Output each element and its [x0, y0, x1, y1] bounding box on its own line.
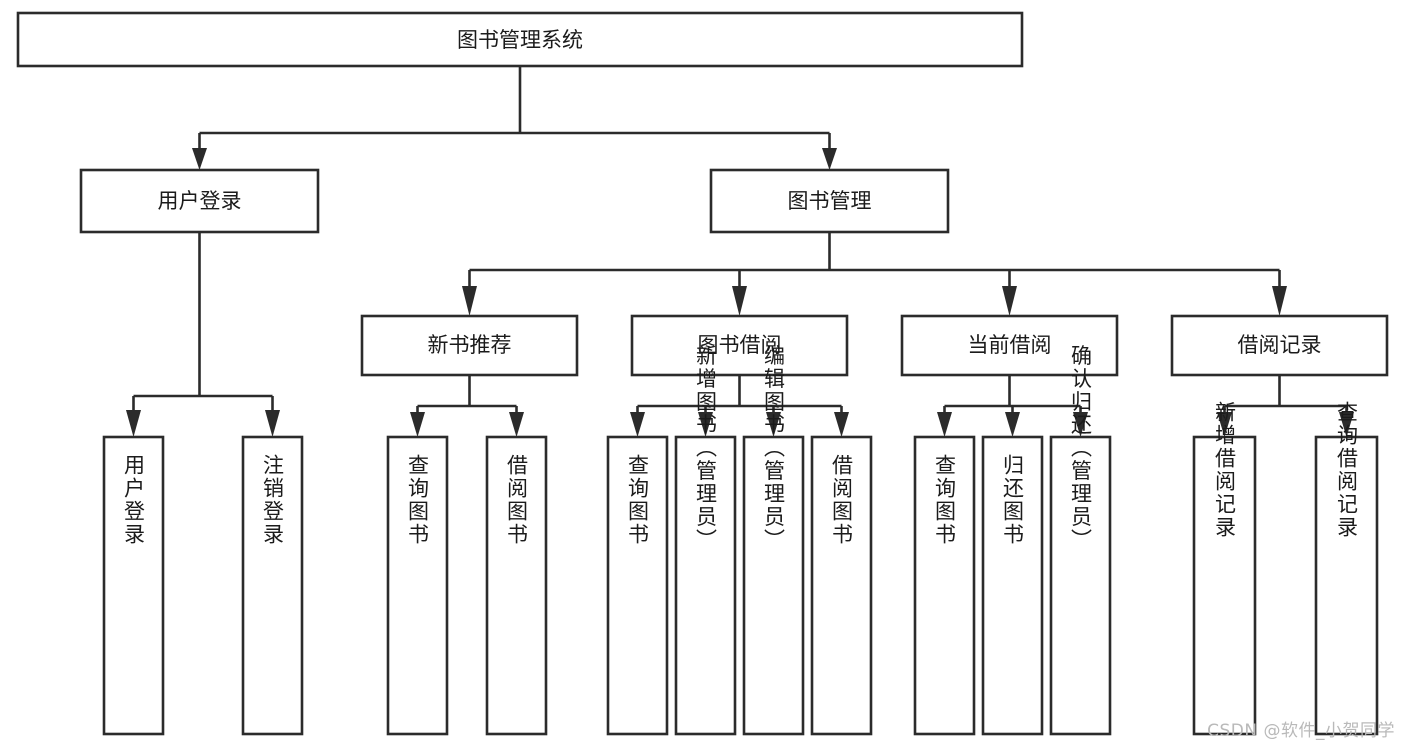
- arrow-head-leaf-edit-book: [766, 412, 781, 437]
- leaf-return-book-label: 归还图书: [1001, 454, 1025, 546]
- leaf-user-login-box[interactable]: [102, 435, 165, 736]
- node-current-borrow[interactable]: 当前借阅: [900, 314, 1119, 377]
- node-leaf-query-book-borrow[interactable]: 查询图书: [606, 435, 669, 736]
- leaf-query-record-box[interactable]: [1314, 435, 1379, 736]
- arrow-head-leaf-add-book: [698, 412, 713, 437]
- new-book-rec-box[interactable]: [360, 314, 579, 377]
- borrow-record-label: 借阅记录: [1238, 333, 1322, 357]
- node-book-manage[interactable]: 图书管理: [709, 168, 950, 234]
- leaf-query-book-rec-box[interactable]: [386, 435, 449, 736]
- leaf-user-login-label: 用户登录: [122, 454, 146, 546]
- leaf-query-book-rec-label: 查询图书: [406, 454, 430, 546]
- leaf-borrow-book-rec-box[interactable]: [485, 435, 548, 736]
- borrow-record-box[interactable]: [1170, 314, 1389, 377]
- node-leaf-borrow-book[interactable]: 借阅图书: [810, 435, 873, 736]
- book-borrow-box[interactable]: [630, 314, 849, 377]
- current-borrow-label: 当前借阅: [968, 333, 1052, 357]
- arrow-head-book-manage: [822, 148, 837, 170]
- node-borrow-record[interactable]: 借阅记录: [1170, 314, 1389, 377]
- node-user-login[interactable]: 用户登录: [79, 168, 320, 234]
- leaf-confirm-return-box[interactable]: [1049, 435, 1112, 736]
- book-manage-box[interactable]: [709, 168, 950, 234]
- node-leaf-query-book-rec[interactable]: 查询图书: [386, 435, 449, 736]
- arrow-head-leaf-query-book-borrow: [630, 412, 645, 437]
- node-new-book-rec[interactable]: 新书推荐: [360, 314, 579, 377]
- book-borrow-label: 图书借阅: [698, 333, 782, 357]
- connector-layer: [126, 66, 1354, 437]
- arrow-head-user-login: [192, 148, 207, 170]
- node-leaf-borrow-book-rec[interactable]: 借阅图书: [485, 435, 548, 736]
- node-leaf-user-login[interactable]: 用户登录: [102, 435, 165, 736]
- arrow-head-leaf-borrow-book-rec: [509, 412, 524, 437]
- user-login-box[interactable]: [79, 168, 320, 234]
- leaf-add-record-label: 新增借阅记录: [1213, 401, 1237, 539]
- leaf-add-record-box[interactable]: [1192, 435, 1257, 736]
- leaf-query-book-borrow-box[interactable]: [606, 435, 669, 736]
- leaf-edit-book-box[interactable]: [742, 435, 805, 736]
- leaf-add-book-label: 新增图书（管理员）: [694, 345, 718, 552]
- leaf-borrow-book-box[interactable]: [810, 435, 873, 736]
- node-leaf-confirm-return[interactable]: 确认归还（管理员）: [1049, 345, 1112, 736]
- root-box[interactable]: [16, 11, 1024, 68]
- leaf-query-book-borrow-label: 查询图书: [626, 454, 650, 546]
- arrow-head-leaf-confirm-return: [1073, 412, 1088, 437]
- arrow-head-leaf-user-login: [126, 410, 141, 437]
- arrow-head-leaf-logout: [265, 410, 280, 437]
- arrow-head-leaf-borrow-book: [834, 412, 849, 437]
- leaf-logout-box[interactable]: [241, 435, 304, 736]
- node-leaf-query-record[interactable]: 查询借阅记录: [1314, 401, 1379, 736]
- arrow-head-leaf-query-record: [1339, 412, 1354, 437]
- node-leaf-logout[interactable]: 注销登录: [241, 435, 304, 736]
- leaf-borrow-book-rec-label: 借阅图书: [505, 454, 529, 546]
- arrow-head-borrow-record: [1272, 286, 1287, 316]
- leaf-query-record-label: 查询借阅记录: [1335, 401, 1359, 539]
- arrow-head-leaf-return-book: [1005, 412, 1020, 437]
- arrow-head-book-borrow: [732, 286, 747, 316]
- node-leaf-return-book[interactable]: 归还图书: [981, 435, 1044, 736]
- node-root[interactable]: 图书管理系统: [16, 11, 1024, 68]
- user-login-label: 用户登录: [158, 189, 242, 213]
- root-label: 图书管理系统: [457, 28, 583, 52]
- arrow-head-current-borrow: [1002, 286, 1017, 316]
- csdn-watermark: CSDN @软件_小贺同学: [1207, 721, 1395, 741]
- leaf-logout-label: 注销登录: [261, 454, 285, 546]
- node-leaf-edit-book[interactable]: 编辑图书（管理员）: [742, 345, 805, 736]
- book-manage-label: 图书管理: [788, 189, 872, 213]
- leaf-return-book-box[interactable]: [981, 435, 1044, 736]
- leaf-borrow-book-label: 借阅图书: [830, 454, 854, 546]
- leaf-query-book-current-label: 查询图书: [933, 454, 957, 546]
- leaf-edit-book-label: 编辑图书（管理员）: [762, 345, 786, 552]
- new-book-rec-label: 新书推荐: [428, 333, 512, 357]
- node-leaf-add-record[interactable]: 新增借阅记录: [1192, 401, 1257, 736]
- current-borrow-box[interactable]: [900, 314, 1119, 377]
- node-book-borrow[interactable]: 图书借阅: [630, 314, 849, 377]
- leaf-add-book-box[interactable]: [674, 435, 737, 736]
- node-leaf-add-book[interactable]: 新增图书（管理员）: [674, 345, 737, 736]
- node-leaf-query-book-current[interactable]: 查询图书: [913, 435, 976, 736]
- arrow-head-leaf-query-book-rec: [410, 412, 425, 437]
- arrow-head-leaf-query-book-current: [937, 412, 952, 437]
- leaf-query-book-current-box[interactable]: [913, 435, 976, 736]
- arrow-head-leaf-add-record: [1217, 412, 1232, 437]
- leaf-confirm-return-label: 确认归还（管理员）: [1069, 345, 1093, 552]
- arrow-head-new-book-rec: [462, 286, 477, 316]
